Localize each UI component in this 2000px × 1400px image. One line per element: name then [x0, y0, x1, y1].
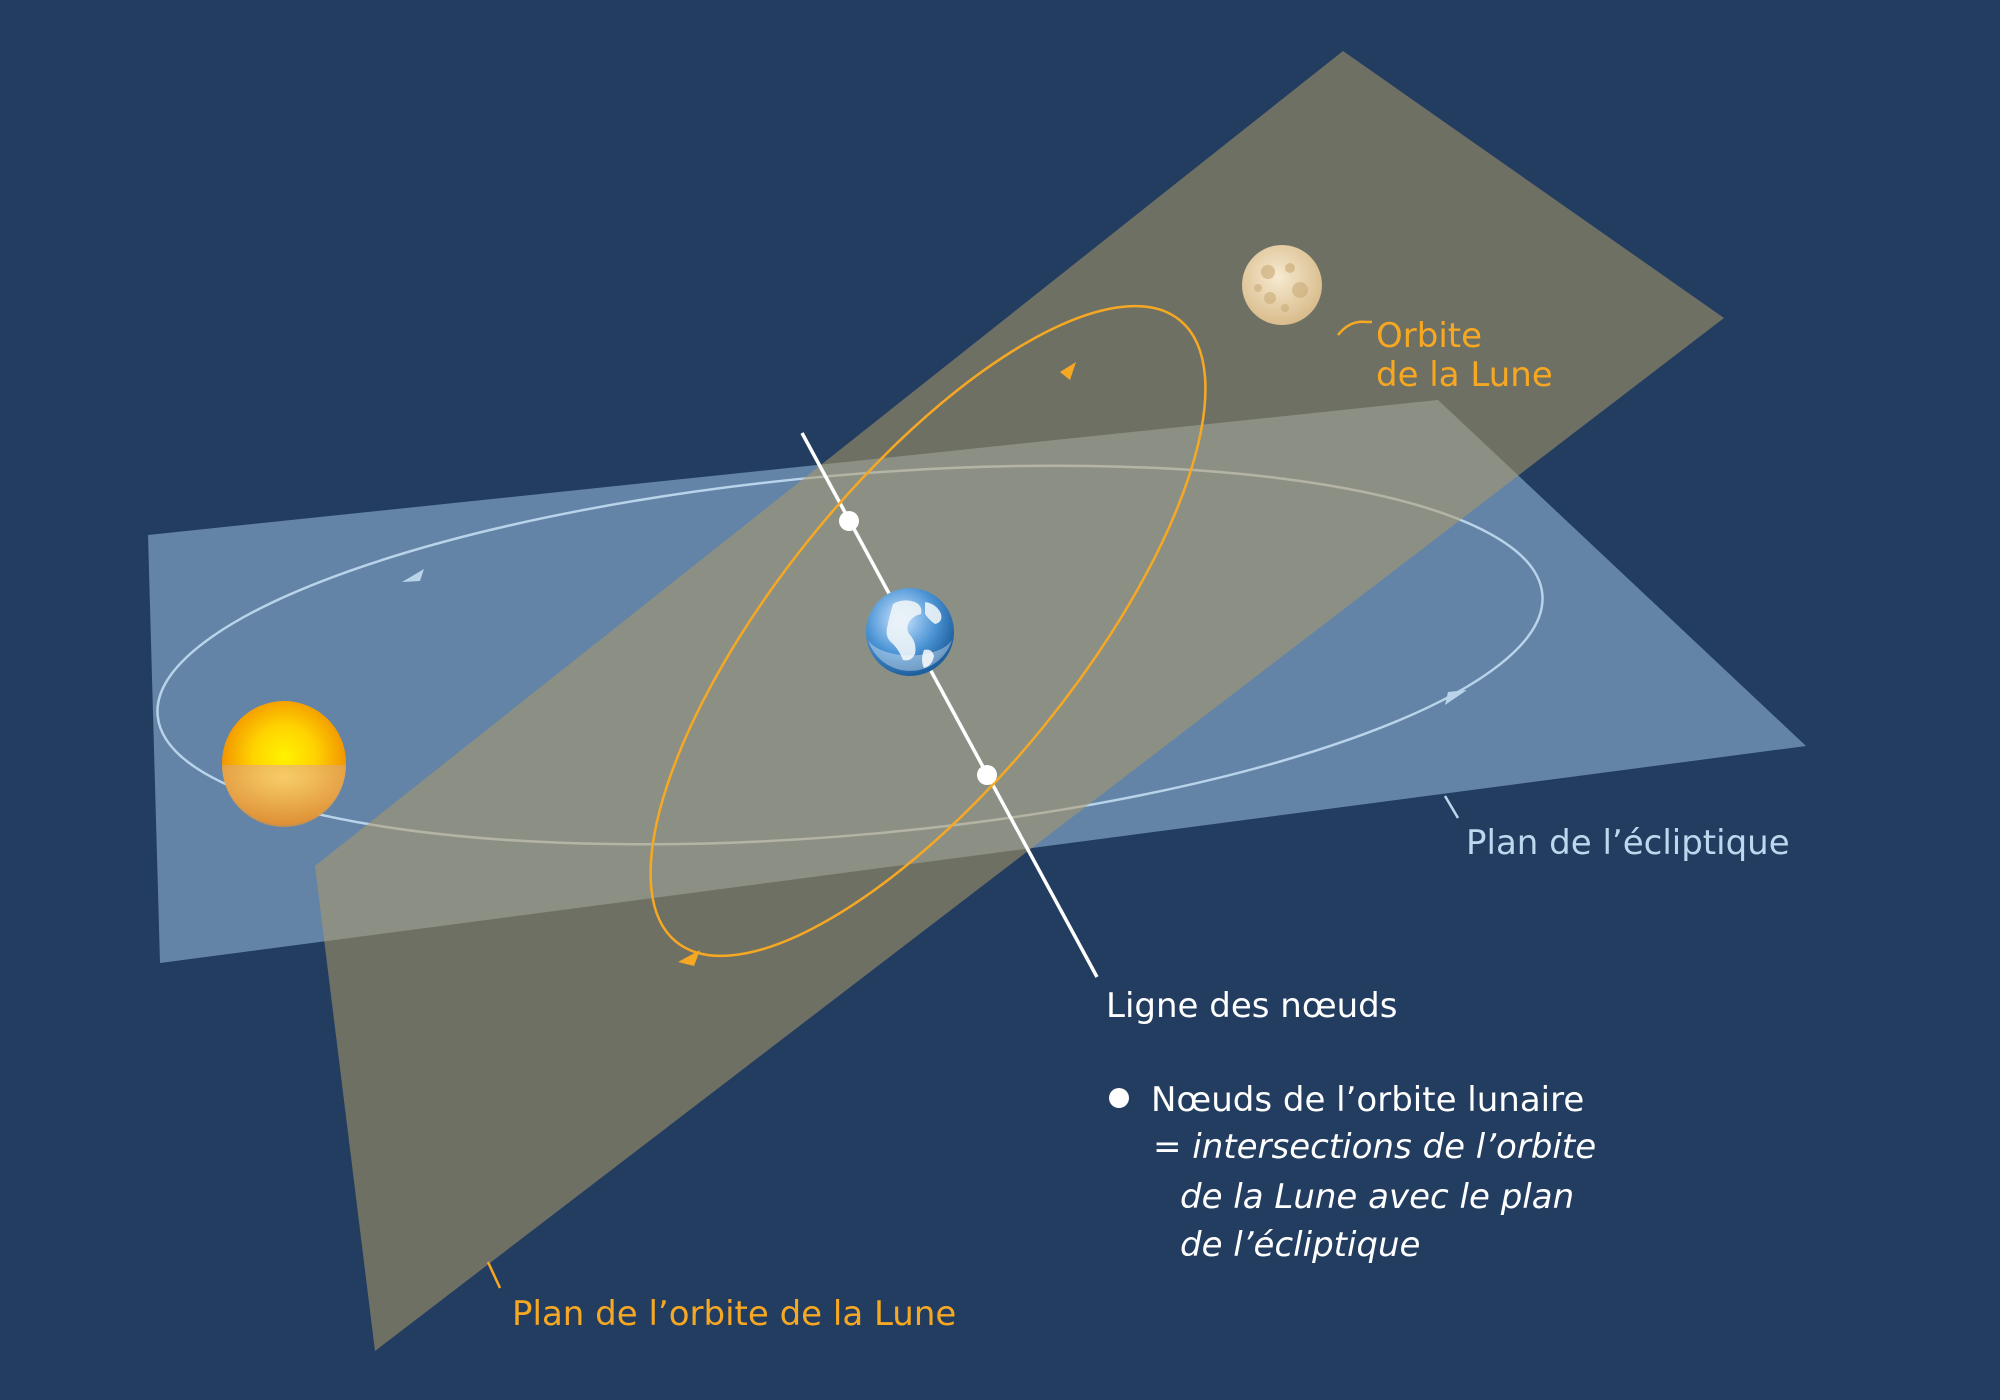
moon-icon: [1242, 245, 1322, 325]
moon-plane-leader: [486, 1261, 502, 1289]
moon-orbit-leader: [1337, 320, 1372, 336]
ecliptic-orbit-arrow-right: [1445, 690, 1467, 705]
node-dot-icon: [839, 511, 859, 531]
ecliptic-plane-label: Plan de l’écliptique: [1466, 823, 1790, 863]
ecliptic-orbit-arrow-left: [402, 569, 424, 582]
ecliptic-plane-leader: [1443, 795, 1460, 819]
earth-icon: [866, 588, 954, 676]
moon-orbit-plane: [315, 51, 1724, 1351]
moon-orbit-label-line1: Orbite: [1376, 316, 1482, 356]
moon-orbit-arrow-top: [1060, 362, 1076, 380]
line-of-nodes-label: Ligne des nœuds: [1106, 986, 1397, 1026]
sun-icon: [222, 701, 346, 827]
moon-orbit: [649, 304, 1207, 958]
nodes-definition-line2: de la Lune avec le plan: [1180, 1177, 1574, 1217]
nodes-legend-label: Nœuds de l’orbite lunaire: [1151, 1080, 1584, 1120]
nodes-definition-line3: de l’écliptique: [1180, 1225, 1420, 1265]
moon-plane-label: Plan de l’orbite de la Lune: [512, 1294, 956, 1334]
legend-node-dot-icon: [1109, 1088, 1129, 1108]
node-dot-icon: [977, 765, 997, 785]
moon-orbit-arrow-bottom: [678, 950, 700, 966]
nodes-definition-line1: = intersections de l’orbite: [1153, 1127, 1596, 1167]
moon-orbit-label-line2: de la Lune: [1376, 355, 1553, 395]
